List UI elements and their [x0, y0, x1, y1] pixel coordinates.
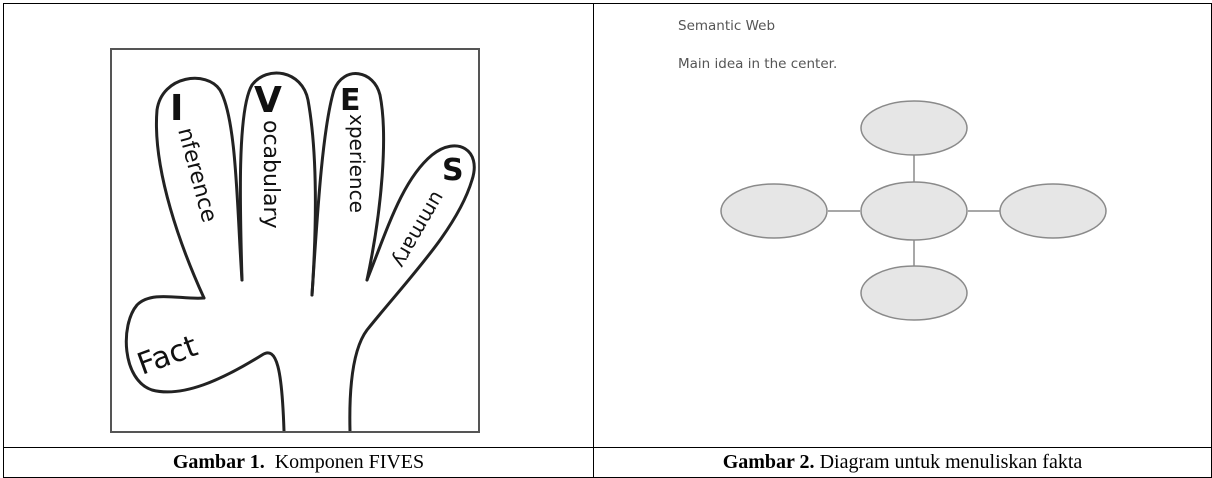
word-experience: xperience: [345, 114, 369, 213]
figure1-cell: I V E S nference ocabulary xperience umm…: [3, 3, 594, 448]
caption1-label: Gambar 1.: [172, 451, 265, 473]
caption1-text: Komponen FIVES: [264, 451, 425, 473]
letter-i: I: [170, 88, 183, 129]
thumb-fact: [124, 295, 286, 431]
node-left: [720, 183, 828, 239]
letter-s: S: [442, 153, 464, 188]
letter-e: E: [340, 83, 361, 118]
word-inference: nference: [172, 125, 221, 225]
semantic-web-diagram: [720, 100, 1107, 321]
word-summary: ummary: [388, 188, 451, 273]
finger-vocabulary: [238, 71, 317, 297]
word-vocabulary: ocabulary: [258, 120, 283, 229]
node-center: [860, 181, 968, 241]
hand-drawing: I V E S nference ocabulary xperience umm…: [124, 71, 476, 431]
finger-experience: [310, 72, 386, 297]
node-top: [860, 100, 968, 156]
node-bottom: [860, 265, 968, 321]
figure2-cell: Semantic Web Main idea in the center.: [593, 3, 1212, 448]
caption2-label: Gambar 2.: [722, 451, 815, 473]
caption-figure2: Gambar 2. Diagram untuk menuliskan fakta: [593, 447, 1212, 478]
finger-summary: [348, 144, 476, 431]
fives-hand-figure: I V E S nference ocabulary xperience umm…: [110, 48, 480, 433]
figure-table: I V E S nference ocabulary xperience umm…: [3, 3, 1212, 478]
semantic-web-title: Semantic Web: [678, 18, 776, 34]
letter-v: V: [254, 80, 282, 121]
caption-figure1: Gambar 1. Komponen FIVES: [3, 447, 594, 478]
node-right: [999, 183, 1107, 239]
word-fact: Fact: [133, 329, 203, 383]
finger-inference: [154, 76, 244, 300]
semantic-web-subtitle: Main idea in the center.: [678, 56, 838, 72]
caption2-text: Diagram untuk menuliskan fakta: [814, 451, 1083, 473]
